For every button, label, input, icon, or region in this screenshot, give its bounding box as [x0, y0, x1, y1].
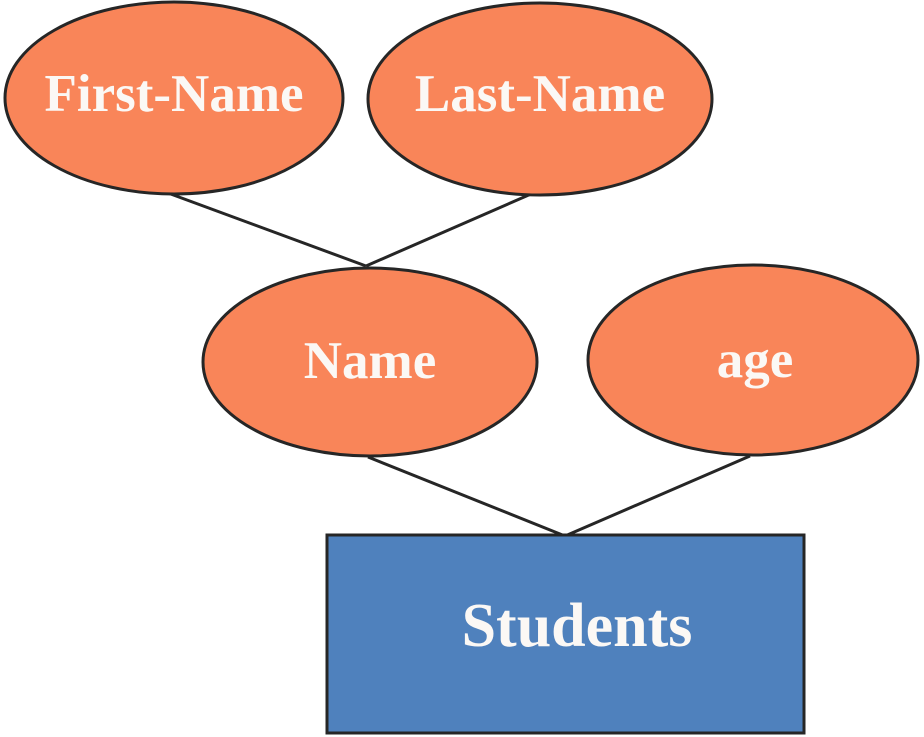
edge-age-to-students	[564, 454, 751, 538]
attribute-ellipse-name[interactable]	[201, 266, 539, 458]
attribute-node-last-name[interactable]: Last-Name	[366, 1, 714, 197]
edge-name-to-students	[367, 455, 566, 538]
edge-group	[167, 191, 751, 538]
entity-label-students: Students	[462, 592, 693, 660]
entity-rect-students[interactable]	[325, 533, 806, 735]
attribute-label-last-name: Last-Name	[415, 65, 665, 123]
entity-node-students[interactable]: Students	[325, 533, 806, 735]
attribute-node-first-name[interactable]: First-Name	[3, 0, 345, 196]
attribute-node-name[interactable]: Name	[201, 266, 539, 458]
attribute-ellipse-age[interactable]	[586, 263, 920, 457]
attribute-label-first-name: First-Name	[45, 65, 304, 123]
attribute-ellipse-first-name[interactable]	[3, 0, 345, 196]
attribute-label-name: Name	[304, 332, 436, 390]
attribute-label-age: age	[717, 331, 794, 389]
edge-first-name-to-name	[167, 191, 367, 268]
attribute-ellipse-last-name[interactable]	[366, 1, 714, 197]
attribute-node-age[interactable]: age	[586, 263, 920, 457]
edge-last-name-to-name	[365, 192, 532, 268]
